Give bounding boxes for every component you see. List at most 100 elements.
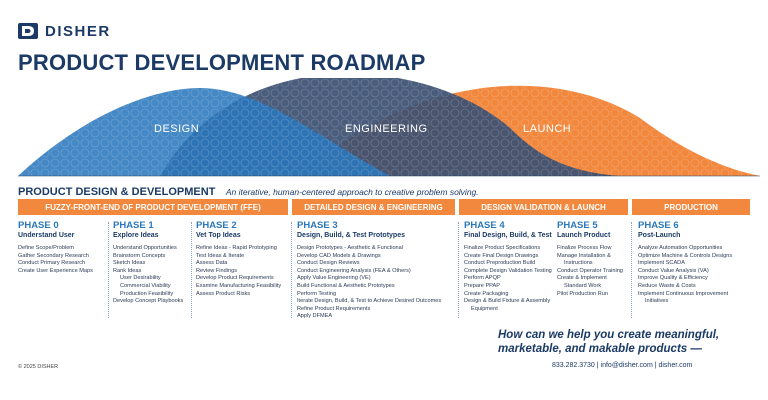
phase-item: Design & Build Fixture & Assembly [464, 298, 551, 305]
phase-subitem: Instructions [564, 260, 593, 267]
phase-item: Apply DFMEA [297, 313, 333, 320]
phase-item: Manage Installation & [557, 252, 611, 259]
disher-logo[interactable]: DISHER [18, 20, 111, 42]
phase-item: Pilot Production Run [557, 290, 608, 297]
phase-item: Brainstorm Concepts [113, 252, 166, 259]
phase-5: PHASE 5 Launch Product Finalize Process … [557, 220, 623, 298]
phase-number: PHASE 1 [113, 220, 154, 231]
section-heading: PRODUCT DESIGN & DEVELOPMENT An iterativ… [18, 182, 479, 200]
phase-item: Assess Data [196, 260, 228, 267]
band-production: PRODUCTION [632, 199, 750, 215]
phase-item: Perform Testing [297, 290, 337, 297]
phase-number: PHASE 0 [18, 220, 59, 231]
divider [191, 222, 192, 318]
phase-name: Final Design, Build, & Test [464, 232, 552, 239]
section-subtitle: An iterative, human-centered approach to… [225, 187, 479, 197]
phase-item: Develop Product Requirements [196, 275, 274, 282]
phase-item: Complete Design Validation Testing [464, 267, 552, 274]
phase-name: Vet Top Ideas [196, 232, 241, 239]
phase-number: PHASE 2 [196, 220, 237, 231]
phase-name: Post-Launch [638, 232, 681, 239]
wave-label-launch: LAUNCH [523, 123, 572, 135]
phase-items: Refine Ideas - Rapid Prototyping Test Id… [196, 245, 281, 298]
wave-label-engineering: ENGINEERING [345, 123, 428, 135]
contact-info[interactable]: 833.282.3730 | info@disher.com | disher.… [552, 362, 693, 369]
phase-item: Examine Manufacturing Feasibility [196, 282, 282, 289]
phase-0: PHASE 0 Understand User Define Scope/Pro… [18, 220, 93, 275]
phase-item: Refine Ideas - Rapid Prototyping [196, 245, 277, 251]
phase-item: Prepare PPAP [464, 282, 500, 289]
phase-item: Create & Implement [557, 275, 607, 282]
phase-item: Analyze Automation Opportunities [638, 245, 723, 251]
phase-item: Finalize Process Flow [557, 245, 612, 251]
phase-name: Understand User [18, 232, 75, 239]
phase-item: Conduct Engineering Analysis (FEA & Othe… [297, 267, 411, 274]
phase-item: Develop Concept Playbooks [113, 298, 184, 305]
phase-3: PHASE 3 Design, Build, & Test Prototypes… [297, 220, 441, 321]
phase-subitem: Commercial Viability [120, 282, 171, 289]
divider [291, 222, 292, 318]
phase-2: PHASE 2 Vet Top Ideas Refine Ideas - Rap… [196, 220, 281, 298]
phase-items: Finalize Product Specifications Create F… [464, 245, 552, 313]
phase-1: PHASE 1 Explore Ideas Understand Opportu… [113, 220, 183, 306]
wave-label-design: DESIGN [154, 123, 200, 135]
phase-item: Build Functional & Aesthetic Prototypes [297, 282, 395, 289]
phase-item: Refine Product Requirements [297, 305, 371, 312]
phase-item: Reduce Waste & Costs [638, 282, 696, 289]
band-validation-launch: DESIGN VALIDATION & LAUNCH [459, 199, 628, 215]
phase-item: Review Findings [196, 267, 238, 274]
phase-item: Create Final Design Drawings [464, 252, 539, 259]
phase-item: Conduct Design Reviews [297, 260, 360, 267]
phase-number: PHASE 3 [297, 220, 338, 231]
band-detailed-design: DETAILED DESIGN & ENGINEERING [292, 199, 455, 215]
phase-item: Finalize Product Specifications [464, 245, 541, 251]
phase-item: Implement SCADA [638, 260, 685, 267]
phase-number: PHASE 5 [557, 220, 598, 231]
cta-line: marketable, and makable products — [498, 343, 702, 355]
page-title: PRODUCT DEVELOPMENT ROADMAP [18, 50, 426, 75]
phase-4: PHASE 4 Final Design, Build, & Test Fina… [464, 220, 552, 313]
phase-subitem: User Desirability [120, 275, 161, 282]
cta-line: How can we help you create meaningful, [498, 329, 720, 341]
phase-item: Define Scope/Problem [18, 245, 74, 251]
phase-item: Gather Secondary Research [18, 252, 89, 259]
phase-items: Define Scope/Problem Gather Secondary Re… [18, 245, 93, 275]
disher-logo-icon [18, 23, 38, 39]
phase-waves [18, 78, 760, 177]
phase-item: Sketch Ideas [113, 260, 146, 267]
phase-name: Explore Ideas [113, 232, 159, 239]
phase-item: Improve Quality & Efficiency [638, 275, 708, 282]
phase-item: Design Prototypes - Aesthetic & Function… [297, 245, 404, 251]
phase-name: Design, Build, & Test Prototypes [297, 232, 405, 239]
phase-item: Conduct Operator Training [557, 267, 623, 274]
phase-items: Understand Opportunities Brainstorm Conc… [113, 245, 183, 306]
phase-subitem: Initiatives [645, 298, 669, 305]
phase-item: Conduct Preproduction Build [464, 260, 536, 267]
phase-item: Test Ideas & Iterate [196, 252, 245, 259]
phase-item: Iterate Design, Build, & Test to Achieve… [297, 298, 442, 305]
phase-item: Conduct Primary Research [18, 260, 86, 267]
phase-number: PHASE 6 [638, 220, 679, 231]
phase-subitem: Equipment [471, 305, 498, 312]
phase-name: Launch Product [557, 232, 611, 239]
phase-6: PHASE 6 Post-Launch Analyze Automation O… [638, 220, 732, 306]
phase-items: Analyze Automation Opportunities Optimiz… [638, 245, 732, 306]
divider [458, 222, 459, 318]
phase-item: Apply Value Engineering (VE) [297, 275, 371, 282]
brand-name: DISHER [45, 22, 111, 40]
phase-items: Design Prototypes - Aesthetic & Function… [297, 245, 441, 321]
phase-items: Finalize Process Flow Manage Installatio… [557, 245, 623, 298]
phase-item: Understand Opportunities [113, 245, 177, 251]
phase-number: PHASE 4 [464, 220, 505, 231]
phase-item: Create User Experience Maps [18, 267, 93, 274]
phase-subitem: Production Feasibility [120, 290, 174, 297]
divider [631, 222, 632, 318]
copyright: © 2025 DISHER [18, 364, 59, 370]
phase-item: Create Packaging [464, 290, 509, 297]
phase-item: Develop CAD Models & Drawings [297, 252, 381, 259]
phase-item: Rank Ideas [113, 267, 142, 274]
phase-item: Perform APQP [464, 275, 501, 282]
phase-item: Conduct Value Analysis (VA) [638, 267, 709, 274]
call-to-action: How can we help you create meaningful, m… [498, 328, 719, 356]
section-title: PRODUCT DESIGN & DEVELOPMENT [18, 186, 216, 198]
